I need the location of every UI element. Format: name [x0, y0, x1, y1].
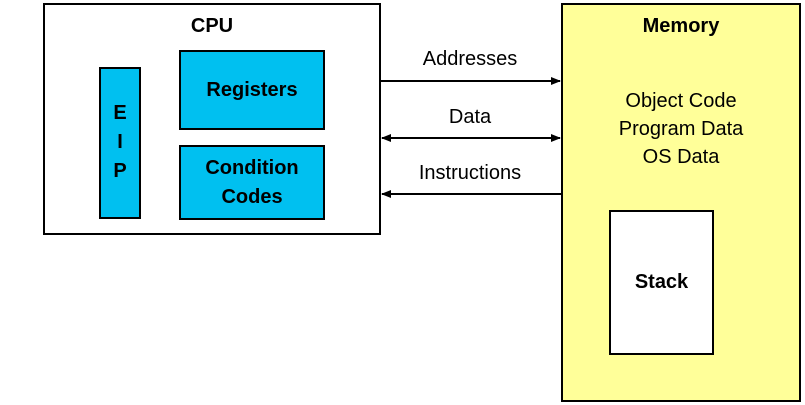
addresses-label: Addresses: [422, 48, 518, 70]
memory-content-os-data: OS Data: [642, 146, 720, 168]
instructions-label: Instructions: [418, 162, 522, 184]
condition-codes-box: Condition Codes: [179, 145, 325, 220]
data-label: Data: [448, 106, 492, 128]
eip-label: E I P: [113, 102, 127, 182]
stack-box: Stack: [609, 210, 714, 355]
condition-codes-label: Condition Codes: [205, 156, 299, 208]
memory-content-program-data: Program Data: [618, 118, 744, 140]
registers-label: Registers: [206, 78, 298, 101]
cpu-title: CPU: [190, 15, 234, 37]
registers-box: Registers: [179, 50, 325, 130]
memory-contents-list: Object Code Program Data OS Data: [563, 87, 799, 171]
memory-title: Memory: [642, 15, 720, 37]
stack-label: Stack: [634, 271, 689, 293]
memory-content-object-code: Object Code: [625, 90, 737, 112]
eip-box: E I P: [99, 67, 141, 219]
